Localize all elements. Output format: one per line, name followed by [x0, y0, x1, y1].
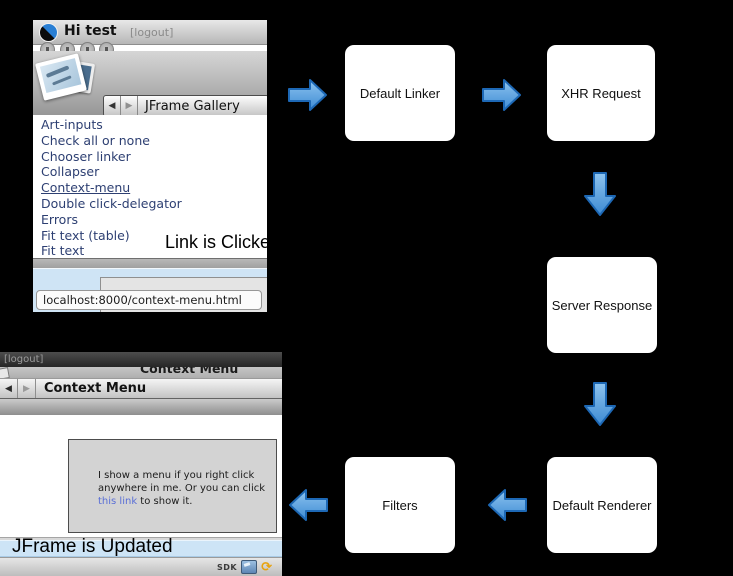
status-bar: SDK ⟳ [0, 557, 282, 576]
node-xhr-request: XHR Request [547, 45, 655, 141]
annotation-link-clicked: Link is Clicked [165, 232, 267, 252]
page-content: I show a menu if you right click anywher… [0, 415, 282, 537]
back-button[interactable]: ◀ [104, 96, 121, 116]
logout-link[interactable]: [logout] [4, 354, 44, 365]
context-menu-window: [logout] Context Menu ◀ ▶ Context Menu I… [0, 352, 282, 576]
clipped-title-strip: Context Menu [0, 367, 282, 378]
arrow-left-filters-to-window [289, 489, 328, 521]
gallery-link-list: Art-inputs Check all or none Chooser lin… [33, 115, 267, 258]
link-fit-text[interactable]: Fit text [41, 243, 85, 259]
forward-button[interactable]: ▶ [121, 96, 138, 116]
page-title: Context Menu [44, 381, 147, 396]
link-chooser-linker[interactable]: Chooser linker [41, 148, 131, 164]
mini-window-icon [0, 367, 10, 378]
arrow-right-linker-to-xhr [482, 79, 521, 111]
gallery-photos-icon [35, 53, 101, 111]
window-header-bar: [logout] [0, 352, 282, 367]
back-button[interactable]: ◀ [0, 379, 18, 398]
arrow-right-window-to-linker [288, 79, 327, 111]
browser-toolbar: ◀ ▶ JFrame Gallery [33, 51, 267, 117]
sync-arrows-icon[interactable]: ⟳ [261, 559, 272, 575]
this-link[interactable]: this link [98, 496, 138, 507]
annotation-jframe-updated: JFrame is Updated [12, 536, 173, 557]
app-logo-icon [39, 23, 58, 42]
gallery-nav-combo: ◀ ▶ JFrame Gallery [103, 95, 267, 117]
footer-blue-band [0, 540, 282, 557]
window-title: Hi test [64, 23, 117, 39]
toolbar-footer [0, 399, 282, 415]
jframe-gallery-window: Hi test [logout] ◀ ▶ JFrame Gallery Art-… [33, 20, 267, 312]
link-double-click-delegator[interactable]: Double click-delegator [41, 195, 182, 211]
link-errors[interactable]: Errors [41, 211, 78, 227]
demo-box-text: I show a menu if you right click anywher… [98, 470, 266, 507]
link-art-inputs[interactable]: Art-inputs [41, 117, 103, 132]
arrow-down-xhr-to-server [584, 172, 616, 216]
forward-button[interactable]: ▶ [18, 379, 36, 398]
clipped-window-title: Context Menu [140, 367, 239, 376]
arrow-down-server-to-renderer [584, 382, 616, 426]
node-server-response: Server Response [547, 257, 657, 353]
page-navbar: ◀ ▶ Context Menu [0, 378, 282, 399]
logout-link[interactable]: [logout] [130, 26, 174, 39]
context-menu-demo-box[interactable]: I show a menu if you right click anywher… [68, 439, 277, 533]
arrow-left-renderer-to-filters [488, 489, 527, 521]
window-bottom-bar [33, 258, 267, 269]
screenshot-tool-icon[interactable] [241, 560, 258, 574]
node-default-renderer: Default Renderer [547, 457, 657, 553]
node-filters: Filters [345, 457, 455, 553]
gallery-dropdown[interactable]: JFrame Gallery [145, 98, 240, 114]
link-context-menu[interactable]: Context-menu [41, 180, 131, 196]
footer-divider [0, 537, 282, 541]
sdk-label: SDK [216, 562, 238, 572]
photo-frame-front-icon [35, 53, 87, 101]
status-url-tooltip: localhost:8000/context-menu.html [36, 290, 262, 310]
link-collapser[interactable]: Collapser [41, 164, 100, 180]
link-check-all-or-none[interactable]: Check all or none [41, 132, 150, 148]
window-titlebar: Hi test [logout] [33, 20, 267, 45]
node-default-linker: Default Linker [345, 45, 455, 141]
link-fit-text-table[interactable]: Fit text (table) [41, 227, 130, 243]
